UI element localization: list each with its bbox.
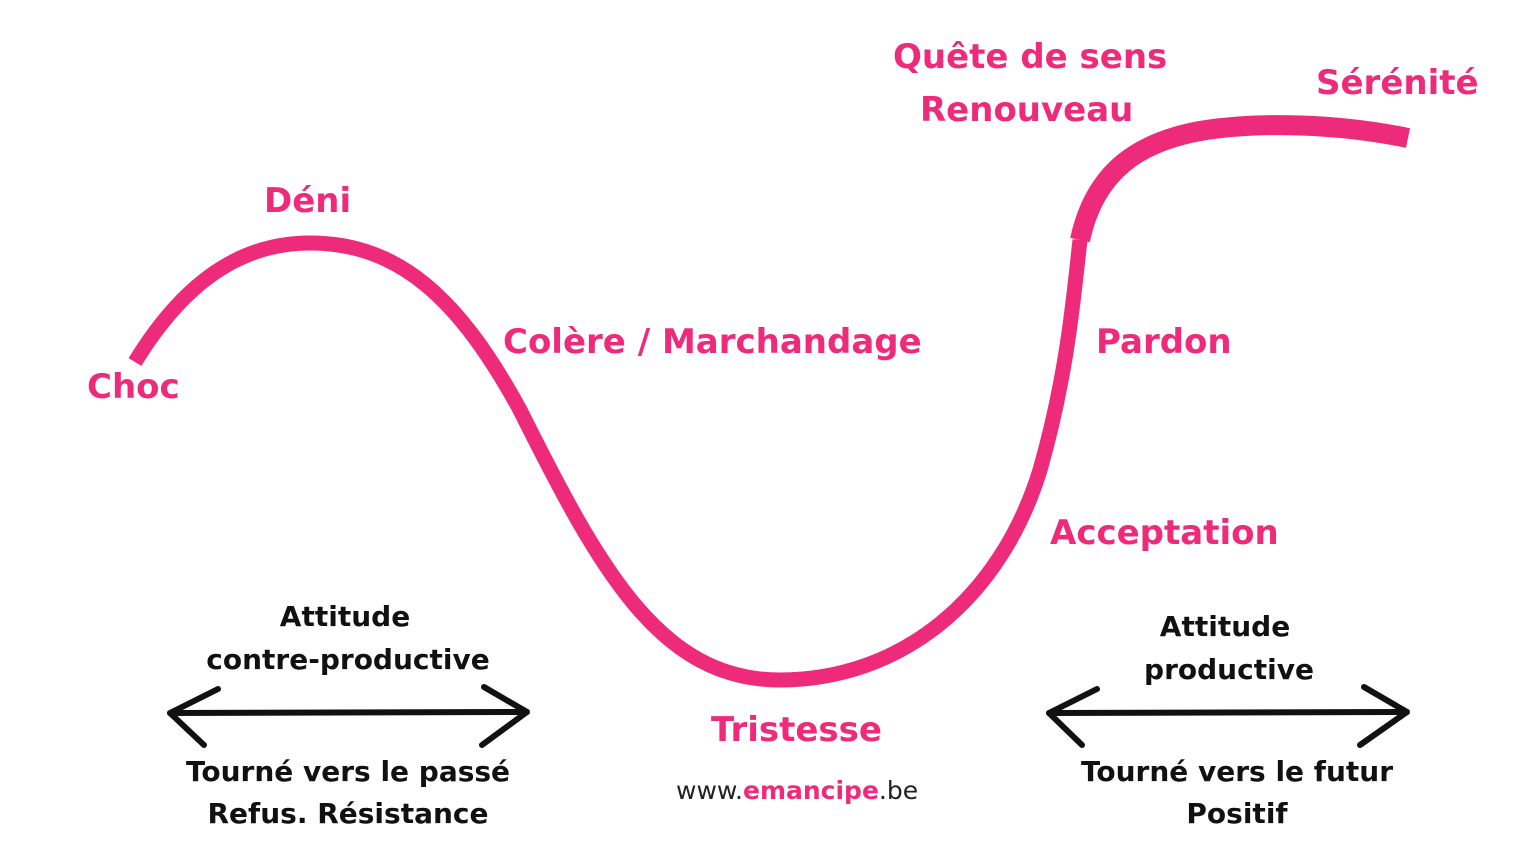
stage-serenite: Sérénité [1316, 63, 1479, 103]
url-brand: emancipe [743, 776, 879, 805]
right-attitude-line1: Attitude [1159, 610, 1291, 643]
stage-renouveau: Renouveau [920, 90, 1134, 130]
url-suffix: .be [878, 776, 919, 805]
right-attitude-line2: productive [1144, 653, 1314, 686]
stage-quete-de-sens: Quête de sens [893, 37, 1168, 77]
right-double-arrow [1046, 684, 1410, 748]
grief-curve-upper [1070, 115, 1411, 243]
stage-pardon: Pardon [1096, 322, 1232, 362]
grief-curve [128, 235, 1088, 688]
left-double-arrow [167, 684, 530, 748]
stage-deni: Déni [264, 181, 352, 221]
url-prefix: www. [676, 776, 743, 805]
right-below-line1: Tourné vers le futur [1080, 755, 1394, 788]
left-below-line2: Refus. Résistance [207, 797, 489, 830]
left-attitude-line1: Attitude [279, 600, 411, 633]
website-url: www.emancipe.be [676, 776, 918, 805]
stage-choc: Choc [87, 367, 180, 407]
stage-tristesse: Tristesse [711, 710, 882, 750]
left-attitude-line2: contre-productive [206, 643, 490, 676]
left-below-line1: Tourné vers le passé [185, 755, 511, 788]
stage-acceptation: Acceptation [1050, 513, 1279, 553]
stage-colere: Colère / Marchandage [503, 322, 922, 362]
right-below-line2: Positif [1186, 797, 1288, 830]
